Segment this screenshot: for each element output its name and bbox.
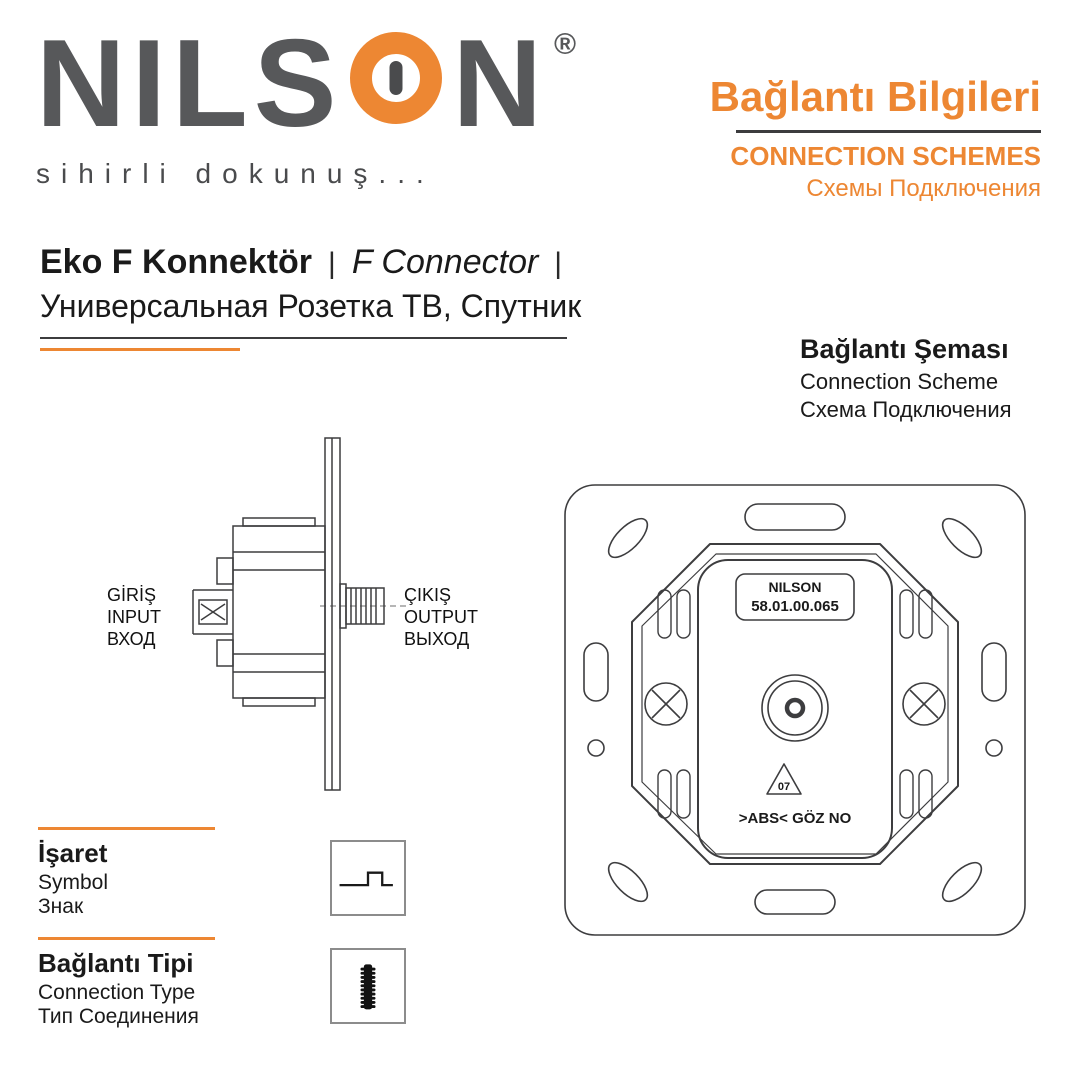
logo-letters-prefix: NILS — [36, 15, 343, 153]
brand-tagline: sihirli dokunuş... — [36, 158, 435, 189]
part-label-box — [735, 573, 855, 621]
symbol-box — [330, 840, 406, 916]
connection-type-sub-en: Connection Type — [38, 981, 196, 1004]
logo-letters-suffix: N — [452, 15, 549, 153]
scheme-title-en: Connection Scheme — [800, 369, 999, 394]
header-title-tr: Bağlantı Bilgileri — [709, 73, 1041, 120]
product-divider — [40, 337, 567, 339]
header-divider — [736, 130, 1041, 134]
separator: | — [554, 247, 563, 280]
mechanism-rear-view-diagram: NILSON 58.01.00.065 07 >ABS< GÖZ NO — [564, 484, 1026, 936]
module-part-number: 58.01.00.065 — [751, 598, 839, 615]
symbol-sub-ru: Знак — [38, 895, 84, 918]
separator: | — [328, 247, 336, 280]
threaded-screw-icon — [360, 964, 376, 1010]
logo-o-ring-icon — [350, 32, 443, 124]
header-title-ru: Схемы Подключения — [806, 175, 1041, 203]
scheme-title-ru: Схема Подключения — [800, 397, 1012, 422]
module-brand-text: NILSON — [769, 579, 822, 595]
material-text: >ABS< GÖZ NO — [739, 810, 852, 827]
scheme-title-block: Bağlantı Şeması Connection Scheme Схема … — [800, 334, 1012, 423]
symbol-title: İşaret — [38, 838, 108, 868]
document-header: Bağlantı Bilgileri CONNECTION SCHEMES Сх… — [709, 73, 1041, 203]
output-label-tr: ÇIKIŞ — [404, 585, 452, 605]
product-name-en: F Connector — [351, 243, 539, 281]
screw-right-icon — [902, 682, 946, 726]
connection-type-sub-ru: Тип Соединения — [38, 1005, 199, 1028]
registered-trademark-icon: ® — [554, 28, 577, 61]
symbol-sub-en: Symbol — [38, 871, 109, 894]
product-title-block: Eko F Konnektör | F Connector | Универса… — [40, 243, 581, 351]
input-label-tr: GİRİŞ — [107, 585, 157, 605]
scheme-title-tr: Bağlantı Şeması — [800, 334, 1009, 364]
connector-side-view-diagram — [192, 437, 407, 791]
mounting-claw-slots — [657, 589, 933, 819]
brand-logo: NILS N ® sihirli dokunuş... — [36, 22, 576, 190]
input-label: GİRİŞ INPUT ВХОД — [107, 584, 161, 650]
output-label-ru: ВЫХОД — [404, 629, 470, 649]
recycling-icon — [766, 763, 802, 795]
output-label-en: OUTPUT — [404, 607, 478, 627]
input-label-ru: ВХОД — [107, 629, 156, 649]
product-accent-line — [40, 348, 240, 351]
recycle-code: 07 — [778, 781, 790, 793]
connection-type-box — [330, 948, 406, 1024]
screw-left-icon — [644, 682, 688, 726]
legend-accent-line — [38, 827, 215, 830]
connection-type-title: Bağlantı Tipi — [38, 948, 194, 978]
legend-accent-line — [38, 937, 215, 940]
f-connector-port-icon — [761, 674, 829, 742]
product-name-ru: Универсальная Розетка ТВ, Спутник — [40, 288, 582, 324]
header-title-en: CONNECTION SCHEMES — [730, 141, 1041, 172]
output-label: ÇIKIŞ OUTPUT ВЫХОД — [404, 584, 478, 650]
antenna-socket-symbol-icon — [339, 871, 393, 887]
product-name-tr: Eko F Konnektör — [40, 243, 313, 281]
logo-switch-icon — [389, 61, 403, 95]
input-label-en: INPUT — [107, 607, 161, 627]
